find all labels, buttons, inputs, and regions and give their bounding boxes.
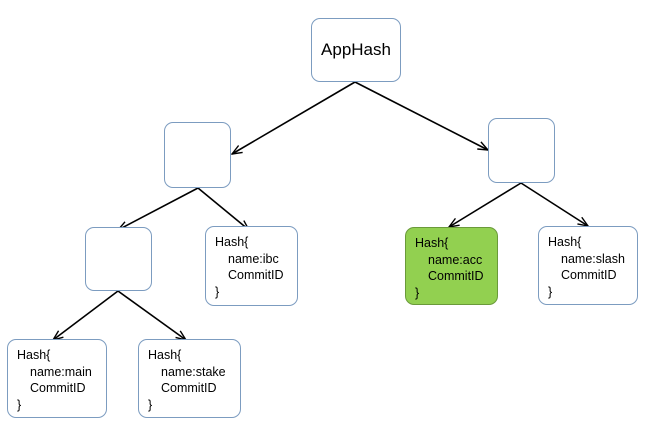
leaf-node-slash: Hash{ name:slash CommitID } xyxy=(538,226,638,305)
apphash-label: AppHash xyxy=(321,40,391,59)
commit-id: CommitID xyxy=(561,268,617,282)
store-name: name:main xyxy=(30,364,92,379)
hash-open: Hash{ xyxy=(415,236,449,250)
inner-node-left xyxy=(164,122,231,188)
edge-left-inner-to-ibc xyxy=(197,187,249,230)
leaf-node-ibc: Hash{ name:ibc CommitID } xyxy=(205,226,298,306)
edge-lower-inner-to-stake xyxy=(117,290,186,340)
hash-close: } xyxy=(148,397,153,412)
edge-left-inner-to-lower-inner xyxy=(118,187,199,230)
commit-id: CommitID xyxy=(30,381,86,395)
hash-close: } xyxy=(17,397,22,412)
hash-open: Hash{ xyxy=(548,235,582,249)
store-name: name:stake xyxy=(161,364,226,379)
store-name: name:acc xyxy=(428,252,483,267)
edge-root-to-right-inner xyxy=(354,81,488,150)
hash-close: } xyxy=(215,284,220,299)
inner-node-lower-left xyxy=(85,227,152,291)
hash-open: Hash{ xyxy=(215,235,249,249)
hash-close: } xyxy=(415,285,420,300)
store-name: name:slash xyxy=(561,251,625,266)
hash-open: Hash{ xyxy=(148,348,182,362)
apphash-root-node: AppHash xyxy=(311,18,401,82)
edge-right-inner-to-acc xyxy=(449,182,522,227)
leaf-node-stake: Hash{ name:stake CommitID } xyxy=(138,339,241,418)
store-name: name:ibc xyxy=(228,251,279,266)
leaf-node-acc: Hash{ name:acc CommitID } xyxy=(405,227,498,305)
hash-open: Hash{ xyxy=(17,348,51,362)
inner-node-right xyxy=(488,118,555,183)
leaf-node-main: Hash{ name:main CommitID } xyxy=(7,339,107,418)
hash-close: } xyxy=(548,284,553,299)
edge-root-to-left-inner xyxy=(232,81,356,154)
commit-id: CommitID xyxy=(161,381,217,395)
edge-right-inner-to-slash xyxy=(520,182,588,226)
commit-id: CommitID xyxy=(228,268,284,282)
commit-id: CommitID xyxy=(428,269,484,283)
edge-lower-inner-to-main xyxy=(53,290,119,340)
